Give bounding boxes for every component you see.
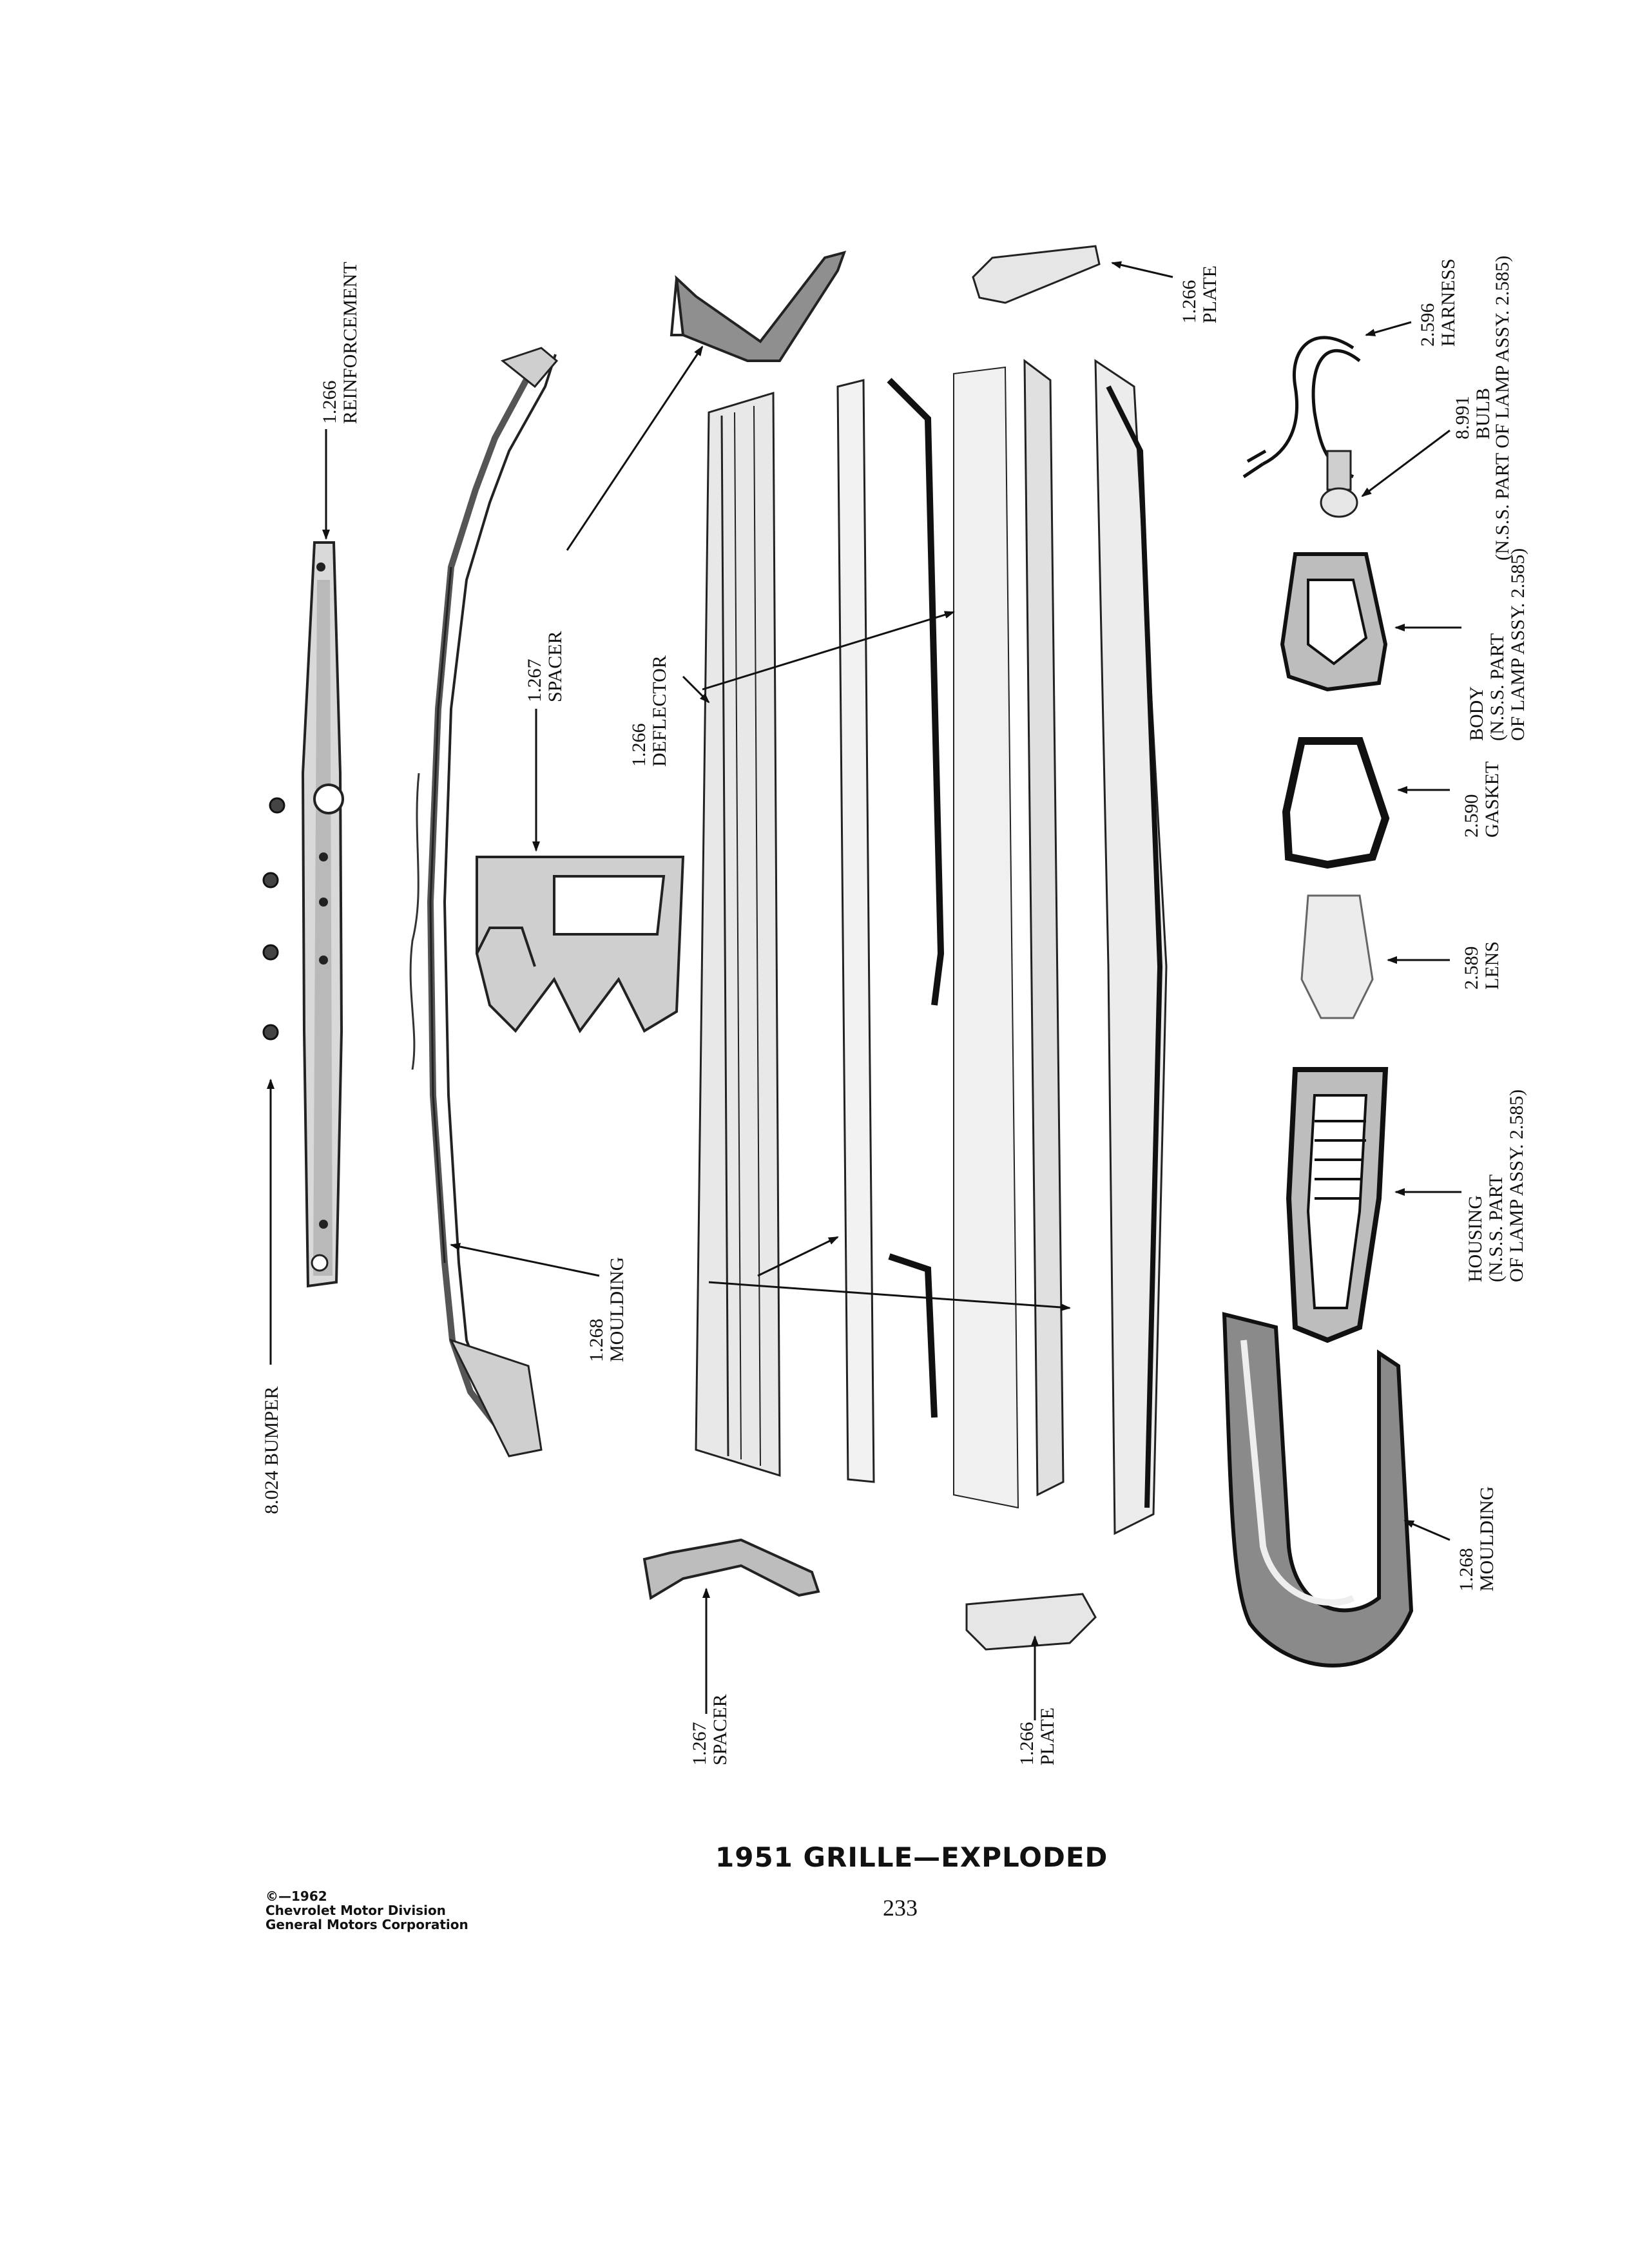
leader-harness [1365, 321, 1412, 336]
plate-top-part [972, 245, 1101, 304]
housing-part [1286, 1067, 1389, 1343]
lamp-body-part [1280, 552, 1388, 692]
leader-plate-top [1111, 261, 1173, 278]
copyright-notice: ©—1962 Chevrolet Motor Division General … [265, 1889, 468, 1932]
moulding-right-part [1222, 1312, 1414, 1667]
label-bulb: 8.991 BULB [1452, 387, 1494, 439]
bulb-part [1320, 450, 1358, 518]
bumper-bolts [262, 797, 285, 1041]
spacer-top-part [670, 251, 847, 362]
copyright-line-2: Chevrolet Motor Division [265, 1903, 446, 1918]
label-moulding-center: 1.268 MOULDING [586, 1256, 628, 1362]
label-housing: HOUSING (N.S.S. PART OF LAMP ASSY. 2.585… [1465, 1089, 1527, 1282]
gasket-part [1282, 737, 1390, 869]
label-reinforcement: 1.266 REINFORCEMENT [319, 262, 361, 424]
page-caption: 1951 GRILLE—EXPLODED [715, 1841, 1108, 1873]
spacer-bottom-part [642, 1538, 820, 1600]
spacer-center-part [476, 856, 685, 1033]
copyright-line-3: General Motors Corporation [265, 1917, 468, 1932]
plate-bottom-part [965, 1593, 1097, 1651]
leader-moulding-left [450, 1242, 600, 1277]
label-bumper: 8.024 BUMPER [261, 1386, 282, 1514]
leader-moulding-grille-2 [708, 1281, 1071, 1311]
leader-spacer-top [566, 345, 704, 551]
grille-deflector-bars [695, 358, 1168, 1535]
leader-moulding-grille-1 [757, 1236, 839, 1277]
lens-part [1300, 894, 1374, 1019]
leader-lines [267, 261, 1461, 1720]
label-harness: 2.596 HARNESS [1417, 258, 1459, 347]
leader-moulding-right [1403, 1519, 1451, 1541]
label-lamp-assy-note: (N.S.S. PART OF LAMP ASSY. 2.585) [1492, 255, 1513, 561]
label-moulding-right: 1.268 MOULDING [1456, 1486, 1498, 1591]
label-deflector: 1.266 DEFLECTOR [628, 655, 670, 767]
leader-deflector-2 [682, 675, 710, 704]
label-plate-top: 1.266 PLATE [1179, 265, 1220, 323]
page-number: 233 [883, 1895, 918, 1921]
reinforcement-part [409, 347, 559, 1457]
label-spacer-top: 1.267 SPACER [524, 631, 566, 702]
copyright-line-1: ©—1962 [265, 1888, 327, 1904]
label-spacer-bottom: 1.267 SPACER [689, 1694, 731, 1765]
leader-deflector-1 [702, 611, 955, 691]
bumper-part [301, 541, 344, 1288]
label-plate-bottom: 1.266 PLATE [1016, 1707, 1058, 1765]
label-body: BODY (N.S.S. PART OF LAMP ASSY. 2.585) [1466, 548, 1528, 741]
leader-bulb [1361, 429, 1451, 497]
label-gasket: 2.590 GASKET [1461, 761, 1503, 838]
label-lens: 2.589 LENS [1461, 941, 1503, 990]
